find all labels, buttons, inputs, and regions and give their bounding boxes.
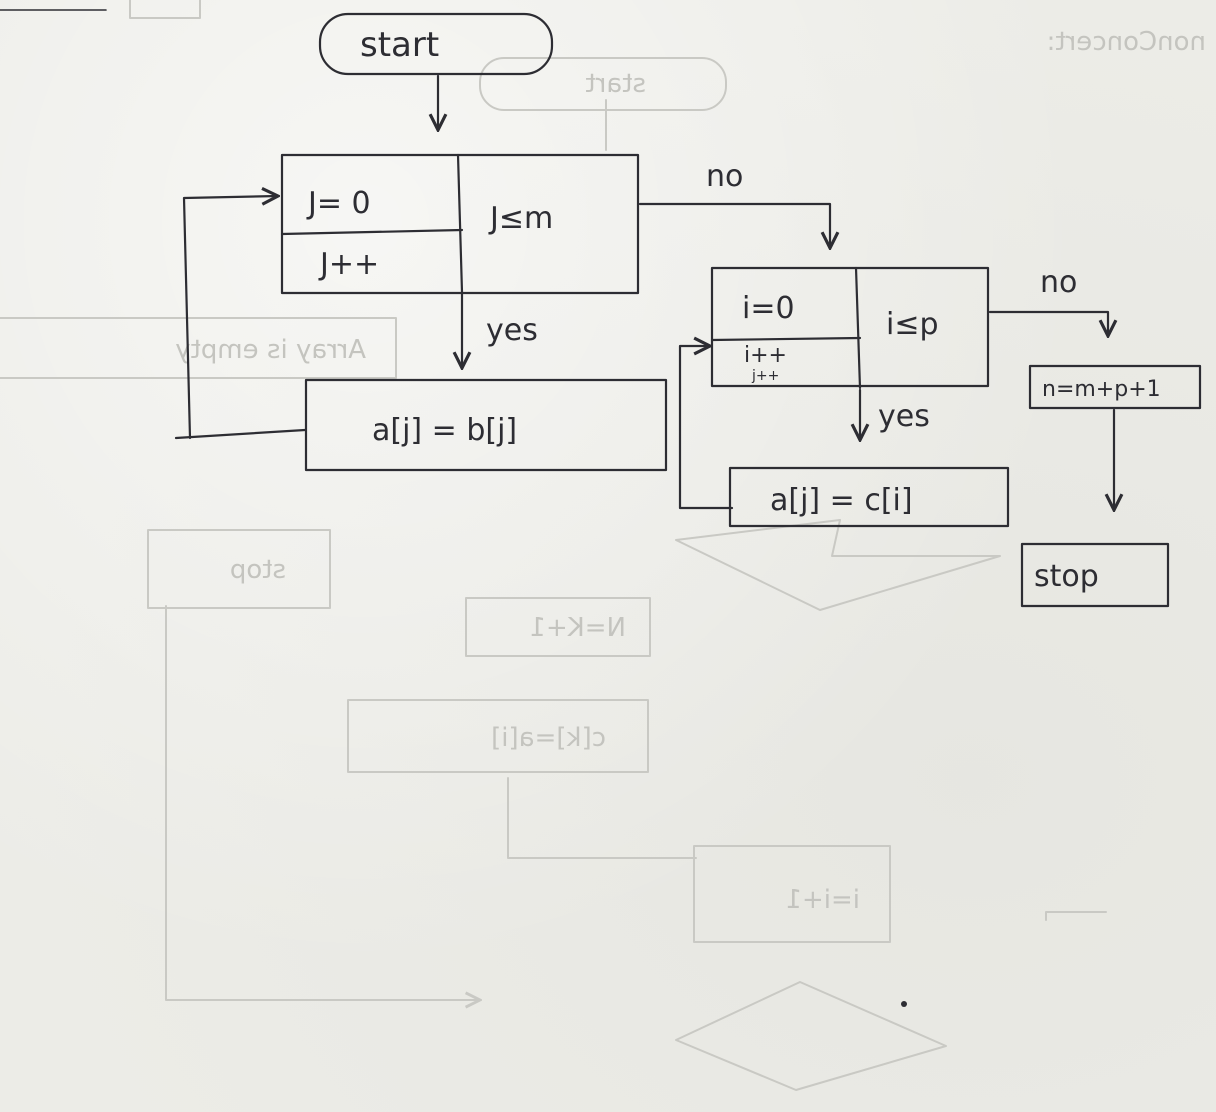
pen-dot — [901, 1001, 907, 1007]
loop2-block: i=0 i++ j++ i≤p — [710, 266, 990, 390]
loop1-yes-label: yes — [486, 313, 538, 348]
compute-n-box — [1028, 364, 1202, 410]
loop1-increment-text: J++ — [318, 247, 379, 282]
loop1-condition-text: J≤m — [488, 201, 553, 236]
ghost-corner-fragment — [129, 0, 201, 19]
ghost-c-assign-text: c[k]=a[i] — [491, 723, 606, 753]
loop1-block: J= 0 J++ J≤m — [280, 153, 640, 295]
loop2-divider-vertical — [854, 266, 862, 390]
ghost-connector-1 — [1045, 911, 1107, 921]
assign1-box — [304, 378, 668, 472]
start-terminator — [318, 12, 554, 76]
loop1-outer-box — [280, 153, 640, 295]
loop2-condition-text: i≤p — [886, 307, 939, 342]
loop2-divider-horizontal — [710, 336, 862, 342]
ghost-c-assign-box — [347, 699, 649, 773]
ghost-n-assign-text: N=K+1 — [529, 613, 626, 643]
loop2-no-label: no — [1040, 265, 1077, 300]
stop-text: stop — [1034, 559, 1099, 594]
stop-box — [1020, 542, 1170, 608]
ghost-connector-2 — [165, 605, 480, 1000]
loop1-divider-horizontal — [280, 228, 464, 236]
loop2-init-text: i=0 — [742, 291, 795, 326]
assign2-box — [728, 466, 1010, 528]
assign1-text: a[j] = b[j] — [372, 413, 517, 448]
loop1-no-label: no — [706, 159, 743, 194]
ghost-array-empty-text: Array is empty — [175, 335, 366, 365]
loopback2-arrow — [678, 346, 734, 510]
ghost-diamond-mid — [675, 519, 1001, 611]
loop2-increment-j-text: j++ — [751, 368, 779, 384]
ghost-heading: nonConcert: — [1047, 27, 1206, 57]
ghost-start-text: start — [585, 69, 646, 99]
arrow-loop2-no — [988, 310, 1108, 336]
ghost-stop-box — [147, 529, 331, 609]
arrow-loop1-no — [638, 202, 830, 248]
ghost-start-box — [479, 57, 727, 111]
ghost-stop-text: stop — [230, 555, 286, 585]
loop2-increment-i-text: i++ — [744, 343, 787, 368]
loopback1-bottom — [174, 428, 307, 440]
assign2-text: a[j] = c[i] — [770, 483, 913, 518]
start-label: start — [360, 25, 439, 65]
loop2-yes-label: yes — [878, 399, 930, 434]
compute-n-text: n=m+p+1 — [1042, 377, 1161, 402]
loopback1-arrow — [182, 196, 278, 440]
ghost-decision-diamond — [675, 981, 947, 1091]
ghost-connector-3 — [507, 777, 697, 859]
loop1-divider-vertical — [456, 153, 464, 294]
ghost-i-incr-box — [693, 845, 891, 943]
ghost-i-incr-text: i=i+1 — [785, 885, 860, 915]
bleed-through-layer: nonConcert: Array is empty stop N=K+1 c[… — [0, 0, 1206, 1091]
loop1-init-text: J= 0 — [306, 186, 371, 221]
ghost-n-assign-box — [465, 597, 651, 657]
loop2-outer-box — [710, 266, 990, 388]
ghost-array-empty-box — [0, 317, 397, 379]
